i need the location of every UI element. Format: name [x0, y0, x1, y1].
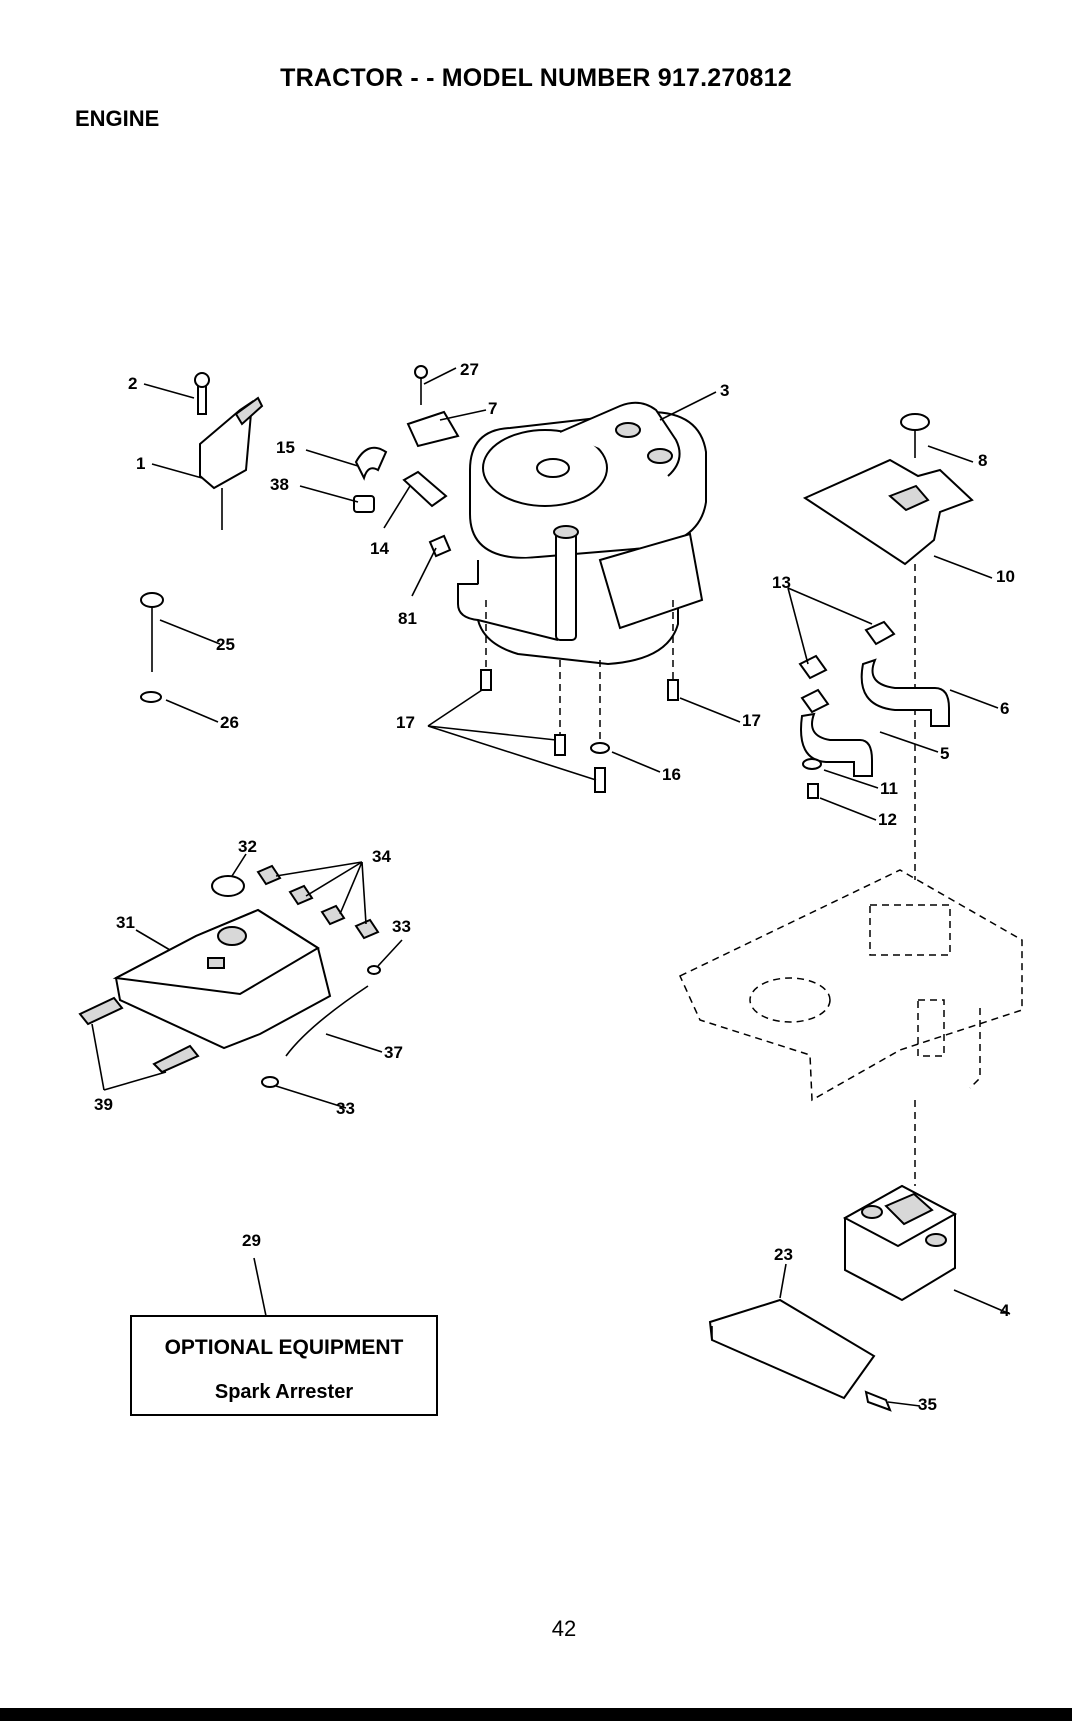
callout-29: 29 — [242, 1231, 261, 1250]
throttle-control-part — [195, 373, 262, 530]
callout-5: 5 — [940, 744, 949, 763]
callout-11: 11 — [880, 779, 898, 798]
callout-31: 31 — [116, 913, 135, 932]
drain-plug-part — [141, 593, 163, 702]
callout-6: 6 — [1000, 699, 1009, 718]
callout-23: 23 — [774, 1245, 793, 1264]
callout-38: 38 — [270, 475, 289, 494]
callout-37: 37 — [384, 1043, 403, 1062]
callout-16: 16 — [662, 765, 681, 784]
callout-8: 8 — [978, 451, 987, 470]
spark-deflector-part — [710, 1300, 890, 1410]
callout-10: 10 — [996, 567, 1015, 586]
callout-17-right: 17 — [742, 711, 761, 730]
callout-33-bottom: 33 — [336, 1099, 355, 1118]
spark-arrester-parts — [80, 866, 380, 1087]
optional-equipment-box: OPTIONAL EQUIPMENT Spark Arrester — [131, 1316, 437, 1415]
clamp-part — [408, 366, 458, 446]
bottom-rule — [0, 1708, 1072, 1721]
callout-39: 39 — [94, 1095, 113, 1114]
callout-34: 34 — [372, 847, 391, 866]
callout-32: 32 — [238, 837, 257, 856]
callout-12: 12 — [878, 810, 897, 829]
callout-15: 15 — [276, 438, 295, 457]
callout-7: 7 — [488, 399, 497, 418]
callout-27: 27 — [460, 360, 479, 379]
callout-35: 35 — [918, 1395, 937, 1414]
optional-equipment-heading: OPTIONAL EQUIPMENT — [165, 1336, 404, 1359]
callout-3: 3 — [720, 381, 729, 400]
engine-part — [458, 403, 706, 664]
optional-equipment-item: Spark Arrester — [215, 1381, 353, 1403]
callout-26: 26 — [220, 713, 239, 732]
exhaust-pipe-parts — [800, 622, 949, 798]
page-number: 42 — [0, 1616, 1072, 1642]
callout-2: 2 — [128, 374, 137, 393]
callout-13: 13 — [772, 573, 791, 592]
callout-14: 14 — [370, 539, 389, 558]
fuel-fitting-parts — [354, 448, 450, 556]
callout-25: 25 — [216, 635, 235, 654]
callout-4: 4 — [1000, 1301, 1010, 1320]
chassis-plate — [680, 870, 1022, 1100]
muffler-part — [845, 1100, 955, 1300]
callout-33-top: 33 — [392, 917, 411, 936]
callout-17-left: 17 — [396, 713, 415, 732]
callout-81: 81 — [398, 609, 417, 628]
callout-1: 1 — [136, 454, 145, 473]
